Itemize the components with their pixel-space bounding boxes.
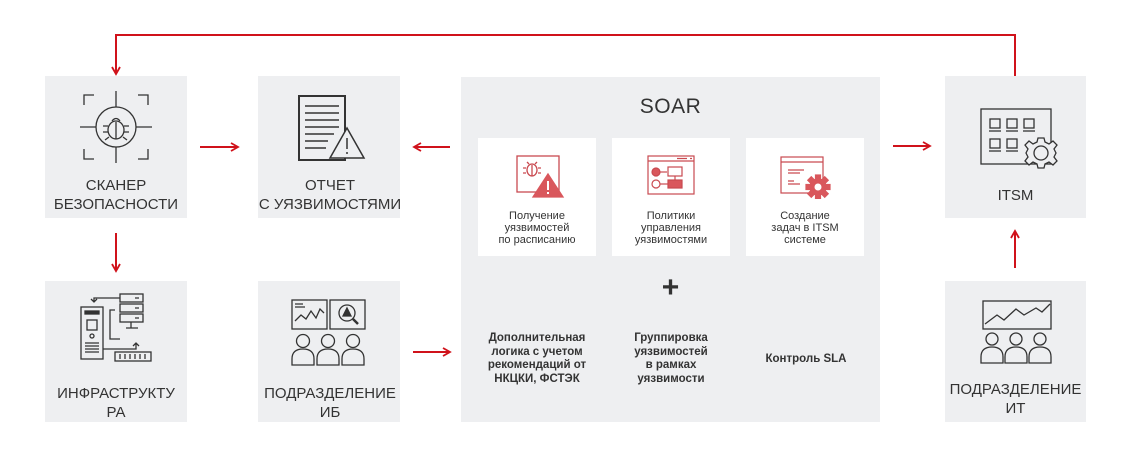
plus-sign: +	[661, 271, 680, 304]
report-warning-icon	[298, 95, 366, 161]
it-team-label-line1: ПОДРАЗДЕЛЕНИЕ	[949, 381, 1082, 398]
extra-logic-line4: НКЦКИ, ФСТЭК	[494, 372, 580, 385]
workflow-icon	[647, 155, 695, 195]
arrow-itsm-to-scanner	[111, 34, 1016, 76]
card-fetch-line3: по расписанию	[498, 234, 576, 246]
bug-alert-icon	[516, 155, 565, 198]
security-team-label-line2: ИБ	[319, 404, 341, 421]
extra-grouping-line3: в рамках	[645, 359, 697, 371]
extra-sla-line1: Контроль SLA	[765, 353, 847, 365]
soar-panel: SOAR Получение уязвимостей по расписанию	[461, 77, 880, 422]
node-security-team: ПОДРАЗДЕЛЕНИЕ ИБ	[258, 281, 400, 422]
node-it-team: ПОДРАЗДЕЛЕНИЕ ИТ	[945, 281, 1086, 422]
infrastructure-label-line1: ИНФРАСТРУКТУ	[57, 385, 175, 402]
soar-extra-sla: Контроль SLA	[749, 353, 863, 367]
soar-card-itsm-tasks: Создание задач в ITSM системе	[746, 138, 864, 256]
dashboard-gear-icon	[980, 108, 1058, 169]
team-monitor-icon	[291, 299, 366, 366]
extra-logic-line2: логика с учетом	[491, 345, 583, 358]
scanner-label-line1: СКАНЕР	[85, 177, 147, 194]
it-team-label-line2: ИТ	[1005, 400, 1026, 417]
security-team-label-line1: ПОДРАЗДЕЛЕНИЕ	[264, 385, 396, 402]
servers-icon	[80, 293, 152, 362]
soar-title: SOAR	[639, 95, 702, 118]
node-infrastructure: ИНФРАСТРУКТУ РА	[45, 281, 187, 422]
report-label-line2: С УЯЗВИМОСТЯМИ	[258, 196, 402, 213]
card-fetch-line1: Получение	[509, 210, 565, 222]
extra-logic-line3: рекомендаций от	[487, 359, 587, 371]
extra-logic-line1: Дополнительная	[488, 332, 586, 344]
node-scanner: СКАНЕР БЕЗОПАСНОСТИ	[45, 76, 187, 218]
card-fetch-line2: уязвимостей	[504, 222, 570, 234]
scanner-label-line2: БЕЗОПАСНОСТИ	[53, 196, 179, 213]
extra-grouping-line1: Группировка	[634, 332, 708, 344]
bug-scan-icon	[80, 91, 152, 163]
card-policies-line2: управления	[641, 222, 701, 234]
window-gear-icon	[780, 156, 831, 199]
soar-card-fetch: Получение уязвимостей по расписанию	[478, 138, 596, 256]
itsm-label: ITSM	[997, 187, 1034, 204]
card-itsm-line1: Создание	[780, 210, 830, 222]
extra-grouping-line2: уязвимостей	[634, 345, 708, 358]
report-label-line1: ОТЧЕТ	[305, 177, 355, 194]
soar-extra-grouping: Группировка уязвимостей в рамках уязвимо…	[614, 332, 728, 386]
card-policies-line3: уязвимостями	[634, 234, 708, 246]
node-itsm: ITSM	[945, 76, 1086, 218]
card-itsm-line2: задач в ITSM	[771, 222, 839, 234]
node-report: ОТЧЕТ С УЯЗВИМОСТЯМИ	[258, 76, 401, 218]
extra-grouping-line4: уязвимости	[637, 372, 705, 385]
team-chart-icon	[980, 300, 1052, 364]
soar-extra-logic: Дополнительная логика с учетом рекоменда…	[477, 332, 597, 386]
card-policies-line1: Политики	[646, 210, 696, 222]
card-itsm-line3: системе	[784, 234, 826, 246]
infrastructure-label-line2: РА	[106, 404, 126, 421]
soar-card-policies: Политики управления уязвимостями	[612, 138, 730, 256]
